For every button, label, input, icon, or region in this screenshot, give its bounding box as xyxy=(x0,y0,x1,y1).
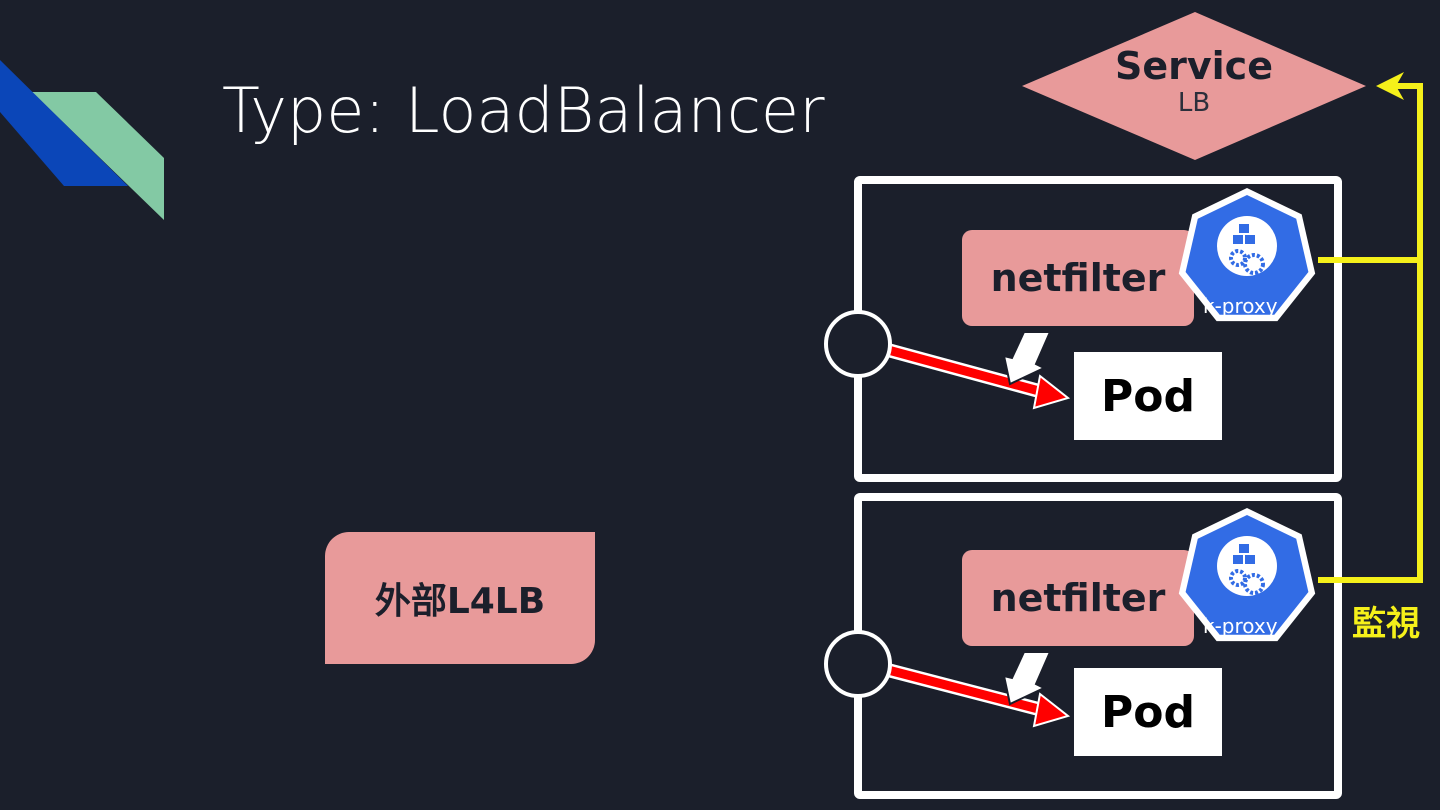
external-l4lb-box[interactable]: 外部L4LB xyxy=(325,532,595,664)
traffic-arrow-2 xyxy=(886,663,1071,728)
kproxy-label-2: k-proxy xyxy=(1203,614,1278,638)
kproxy-kubernetes-icon-1[interactable] xyxy=(1178,188,1316,322)
pod-box-1[interactable]: Pod xyxy=(1074,352,1222,440)
netfilter-box-1[interactable]: netfilter xyxy=(962,230,1194,326)
traffic-arrow-1 xyxy=(886,343,1071,410)
slide-title: Type: LoadBalancer xyxy=(222,74,825,147)
kproxy-kubernetes-icon-2[interactable] xyxy=(1178,508,1316,642)
netfilter-box-2[interactable]: netfilter xyxy=(962,550,1194,646)
netfilter-redirect-arrow-2 xyxy=(1002,651,1052,706)
service-label-group: Service LB xyxy=(1044,44,1344,118)
watch-label: 監視 xyxy=(1352,604,1420,644)
service-name: Service xyxy=(1115,44,1273,88)
kproxy-label-1: k-proxy xyxy=(1203,294,1278,318)
logo-blue-stripe xyxy=(0,60,128,186)
netfilter-redirect-arrow-1 xyxy=(1002,331,1052,386)
watch-arrowhead-icon xyxy=(1376,72,1404,100)
watch-line xyxy=(1318,72,1423,583)
service-diamond[interactable] xyxy=(1022,12,1366,160)
service-type: LB xyxy=(1177,88,1211,118)
node-port-icon-1[interactable] xyxy=(824,310,892,378)
pod-box-2[interactable]: Pod xyxy=(1074,668,1222,756)
node-port-icon-2[interactable] xyxy=(824,630,892,698)
